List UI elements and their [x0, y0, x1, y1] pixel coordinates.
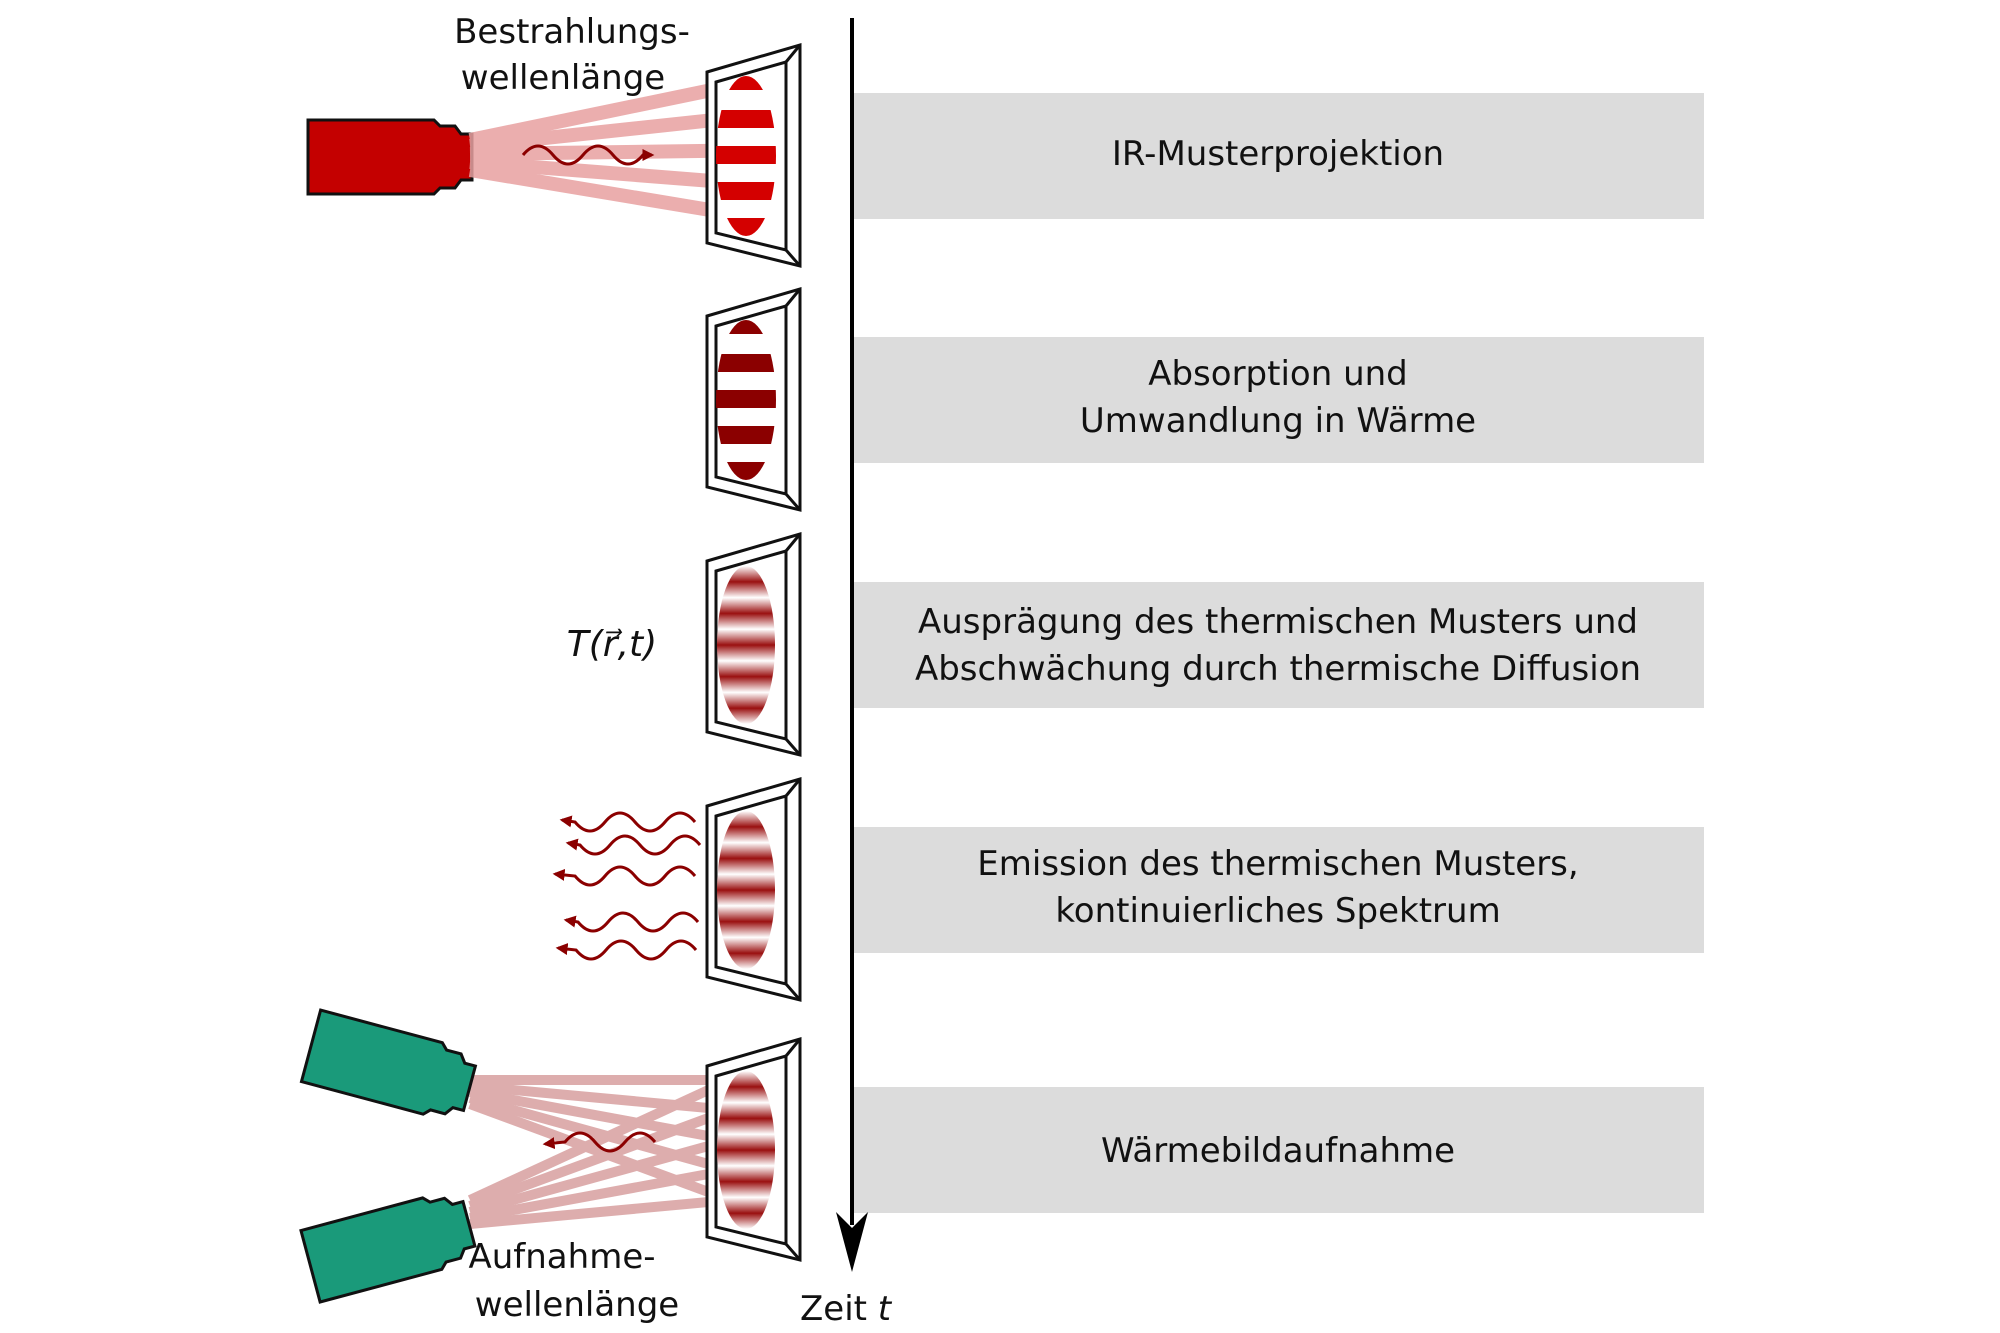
emission-waves — [552, 811, 702, 961]
step-box-1: IR-Musterprojektion — [852, 93, 1704, 219]
svg-text:Ausprägung des thermischen Mus: Ausprägung des thermischen Musters und — [918, 602, 1638, 642]
step-box-5: Wärmebildaufnahme — [852, 1087, 1704, 1213]
sample-frame-1 — [705, 43, 802, 268]
time-axis-label: Zeit t — [800, 1289, 893, 1329]
temperature-field-label: T(r⃗,t) — [567, 624, 657, 665]
irradiation-wavelength-label: Bestrahlungs- wellenlänge — [454, 12, 690, 98]
thermal-camera-bottom — [299, 1196, 477, 1304]
sample-frame-2 — [705, 287, 802, 512]
svg-text:wellenlänge: wellenlänge — [475, 1285, 679, 1325]
svg-text:Umwandlung in Wärme: Umwandlung in Wärme — [1080, 401, 1476, 441]
sample-frame-5 — [705, 1037, 802, 1262]
recording-wavelength-label: Aufnahme- wellenlänge — [468, 1237, 679, 1325]
svg-text:wellenlänge: wellenlänge — [461, 58, 665, 98]
step-box-3: Ausprägung des thermischen Musters und A… — [852, 582, 1704, 708]
svg-text:Abschwächung durch thermische: Abschwächung durch thermische Diffusion — [915, 649, 1641, 689]
recording-beams — [467, 1075, 733, 1229]
irradiation-wave-icon — [521, 144, 655, 166]
sample-frame-4 — [705, 777, 802, 1002]
svg-text:Emission des thermischen Muste: Emission des thermischen Musters, — [977, 844, 1578, 884]
svg-text:Wärmebildaufnahme: Wärmebildaufnahme — [1101, 1131, 1455, 1171]
ir-projector — [306, 118, 474, 196]
svg-text:kontinuierliches Spektrum: kontinuierliches Spektrum — [1055, 891, 1500, 931]
step-box-4: Emission des thermischen Musters, kontin… — [852, 827, 1704, 953]
time-axis: Zeit t — [800, 18, 893, 1329]
svg-text:Absorption und: Absorption und — [1148, 354, 1408, 394]
recording-wave-icon — [542, 1131, 657, 1153]
step-box-2: Absorption und Umwandlung in Wärme — [852, 337, 1704, 463]
sample-frame-3 — [705, 532, 802, 757]
thermal-camera-top — [299, 1008, 478, 1116]
svg-text:IR-Musterprojektion: IR-Musterprojektion — [1112, 134, 1444, 174]
svg-text:Aufnahme-: Aufnahme- — [468, 1237, 655, 1277]
svg-text:Bestrahlungs-: Bestrahlungs- — [454, 12, 690, 52]
